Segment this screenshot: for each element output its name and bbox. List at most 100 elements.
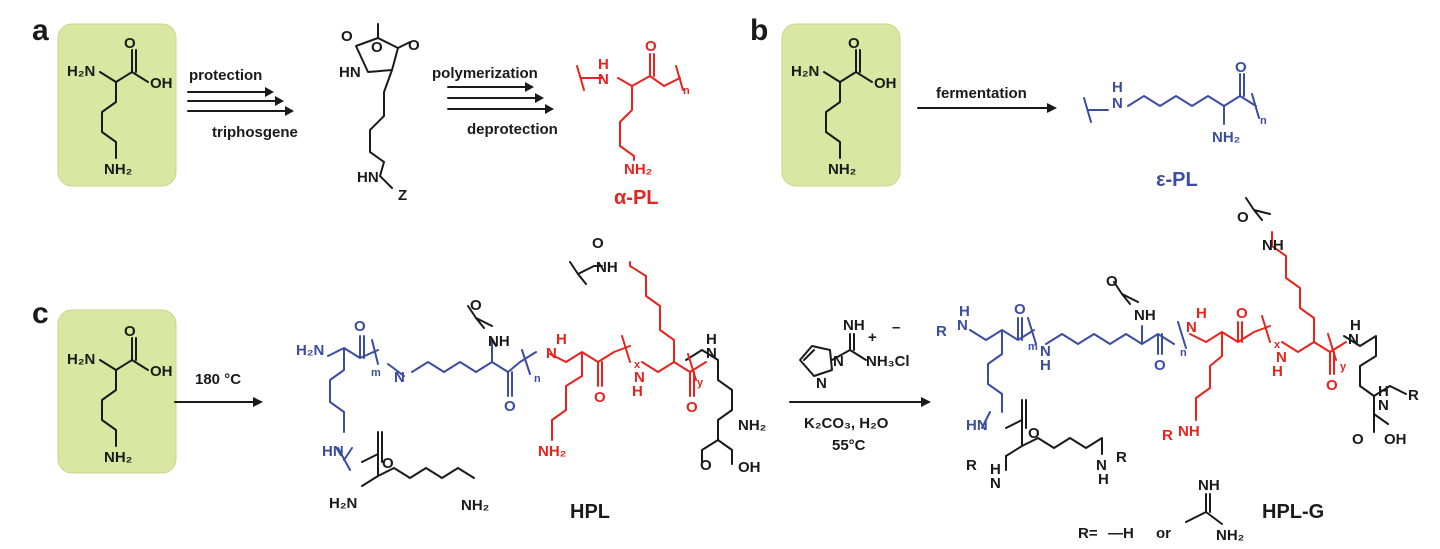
r-equals: R=	[1078, 525, 1098, 542]
apl-n-sub: n	[683, 85, 690, 97]
hpl-nh-y: N	[634, 369, 645, 386]
reagent-nh3cl: NH₃Cl	[866, 353, 910, 370]
guanylation-reagent: NH + – NH₃Cl N N K₂CO₃, H₂O 55°C	[789, 317, 931, 454]
apl-n: N	[598, 71, 609, 88]
hpl-o-m: O	[354, 318, 366, 335]
hpl-n-red: N	[546, 345, 557, 362]
hpl-x: x	[634, 359, 641, 371]
hplg-r-br: R	[1116, 449, 1127, 466]
epl-o: O	[1235, 59, 1247, 76]
hpl-nh-top: NH	[596, 259, 618, 276]
nca-monomer: O O O HN HN Z	[339, 23, 420, 204]
arrow-label-fermentation: fermentation	[936, 85, 1027, 102]
hplg-n: n	[1180, 347, 1187, 359]
hplg-h-y: H	[1272, 363, 1283, 380]
hpl-nh2-right: NH₂	[738, 417, 766, 434]
amine-label: H₂N	[791, 63, 819, 80]
hplg-oh: OH	[1384, 431, 1407, 448]
arrow-group-2: polymerization deprotection	[432, 65, 558, 138]
nca-hn-z: HN	[357, 169, 379, 186]
hpl-n: n	[534, 373, 541, 385]
panel-label-c: c	[32, 297, 49, 330]
hplg-h-red: H	[1196, 305, 1207, 322]
arrow-group-1: protection triphosgene	[187, 67, 298, 141]
hplg-r1: R	[936, 323, 947, 340]
epl-nh2: NH₂	[1212, 129, 1240, 146]
hpl-o-ac: O	[470, 297, 482, 314]
hplg-h-bl: H	[990, 461, 1001, 478]
hplg-h-right: H	[1378, 383, 1389, 400]
hplg-h1: H	[959, 303, 970, 320]
hpl-o-left: O	[382, 455, 394, 472]
nca-hn: HN	[339, 64, 361, 81]
hplg-n-y: N	[1276, 349, 1287, 366]
hplg-o-m: O	[1014, 301, 1026, 318]
hpl-h-y: H	[632, 383, 643, 400]
lysine-monomer-c: H₂N O OH NH₂	[57, 309, 177, 474]
hpl-nh2-bottom: NH₂	[461, 497, 489, 514]
reagent-temperature: 55°C	[832, 437, 866, 454]
hplg-o-y: O	[1326, 377, 1338, 394]
amine-label: H₂N	[67, 63, 95, 80]
hpl-o-top: O	[592, 235, 604, 252]
hplg-h-m: H	[1040, 357, 1051, 374]
hpl-y: y	[697, 377, 704, 389]
hplg-o-top: O	[1237, 209, 1249, 226]
arrow-label-triphosgene: triphosgene	[212, 124, 298, 141]
hplg-h-tr: H	[1350, 317, 1361, 334]
acid-label: OH	[150, 363, 173, 380]
hplg-n1: N	[957, 317, 968, 334]
side-amine-label: NH₂	[828, 161, 856, 178]
reagent-n1: N	[833, 353, 844, 370]
r-guanidine-nh2: NH₂	[1216, 527, 1244, 544]
fermentation-arrow: fermentation	[917, 85, 1057, 113]
hplg-hn-left: HN	[966, 417, 988, 434]
hplg-n-red: N	[1186, 319, 1197, 336]
hplg-x: x	[1274, 339, 1281, 351]
hpl-g-label: HPL-G	[1262, 501, 1324, 523]
apl-o: O	[645, 38, 657, 55]
hplg-y: y	[1340, 361, 1347, 373]
hpl-h2n-top: H₂N	[296, 342, 324, 359]
side-amine-label: NH₂	[104, 161, 132, 178]
epl-h: H	[1112, 79, 1123, 96]
hplg-n-br: N	[1096, 457, 1107, 474]
hpl-m: m	[371, 367, 381, 379]
hplg-n-right: N	[1378, 397, 1389, 414]
lysine-monomer-a: H₂N O OH NH₂	[57, 23, 177, 187]
hpl-structure: H₂N O m N O NH O n H N O x NH₂ N H O y N…	[296, 235, 766, 523]
hplg-m: m	[1028, 341, 1038, 353]
hpl-oh: OH	[738, 459, 761, 476]
apl-nh2: NH₂	[624, 161, 652, 178]
hpl-o-n: O	[504, 398, 516, 415]
r-guanidine-nh: NH	[1198, 477, 1220, 494]
side-amine-label: NH₂	[104, 449, 132, 466]
hplg-o-acid: O	[1352, 431, 1364, 448]
hplg-o-x: O	[1236, 305, 1248, 322]
hplg-h-br: H	[1098, 471, 1109, 488]
hplg-n-tr: N	[1348, 331, 1359, 348]
hplg-o-left: O	[1028, 425, 1040, 442]
carbonyl-label: O	[124, 323, 136, 340]
arrow-label-polymerization: polymerization	[432, 65, 538, 82]
epsilon-pl-label: ε-PL	[1156, 169, 1198, 191]
reagent-plus: +	[868, 329, 877, 346]
reagent-n2: N	[816, 375, 827, 392]
hpl-nh-ac: NH	[488, 333, 510, 350]
monomer-highlight-box	[57, 309, 177, 474]
hplg-r-red: R	[1162, 427, 1173, 444]
hpl-label: HPL	[570, 501, 610, 523]
reagent-minus: –	[892, 319, 900, 336]
monomer-highlight-box	[781, 23, 901, 187]
hplg-nh-ac: NH	[1134, 307, 1156, 324]
nca-o2: O	[371, 39, 383, 56]
epl-n-sub: n	[1260, 115, 1267, 127]
arrow-label-deprotection: deprotection	[467, 121, 558, 138]
monomer-highlight-box	[57, 23, 177, 187]
apl-h: H	[598, 56, 609, 73]
hpl-h-red: H	[556, 331, 567, 348]
hplg-nh-top: NH	[1262, 237, 1284, 254]
nca-z: Z	[398, 187, 407, 204]
hpl-h-right: H	[706, 331, 717, 348]
